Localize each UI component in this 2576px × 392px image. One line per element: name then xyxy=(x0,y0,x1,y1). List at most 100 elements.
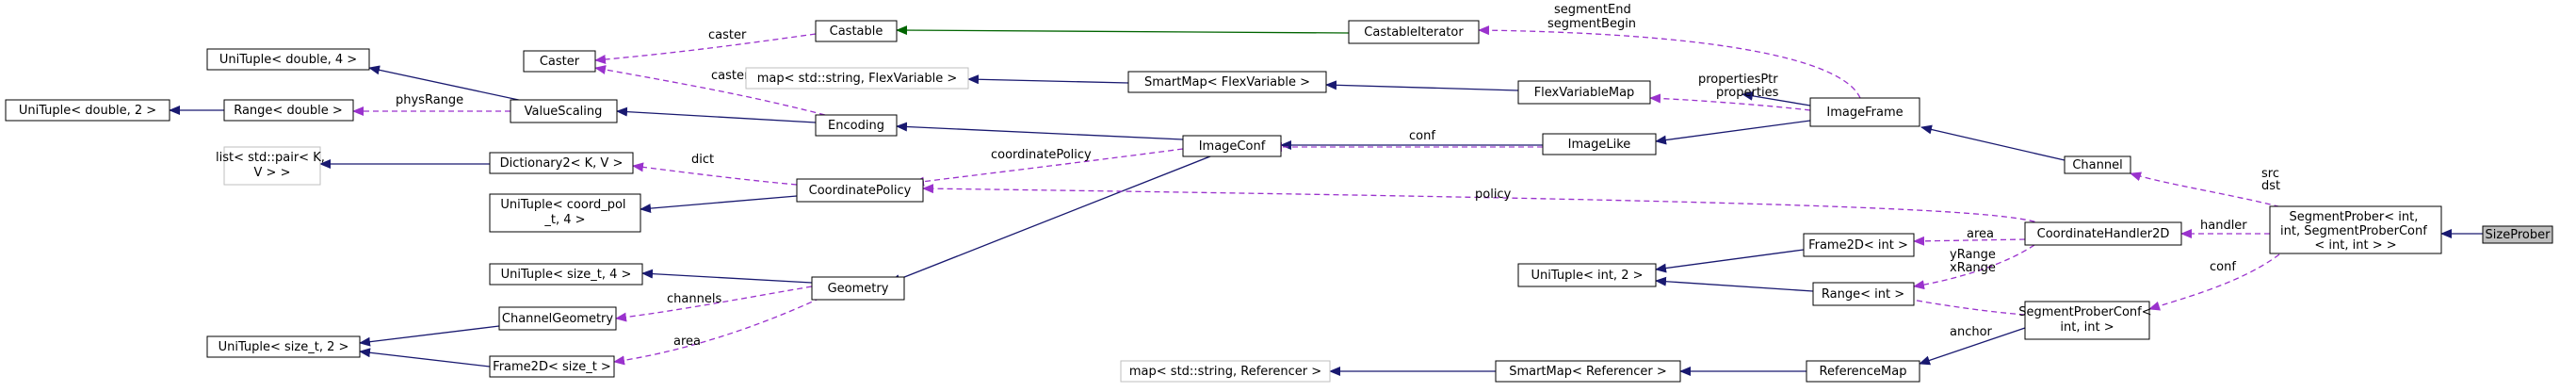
edge-rangeint-unitupleint2 xyxy=(1655,276,1814,292)
node-image-frame[interactable]: ImageFrame xyxy=(1809,97,1920,127)
svg-text:UniTuple< double, 2 >: UniTuple< double, 2 > xyxy=(19,104,156,118)
node-castable[interactable]: Castable xyxy=(815,20,898,42)
edge-coordpolicy-dictionary xyxy=(632,162,798,186)
svg-text:ValueScaling: ValueScaling xyxy=(525,105,603,119)
svg-text:UniTuple< size_t, 4 >: UniTuple< size_t, 4 > xyxy=(501,268,632,282)
edge-imageframe-flexvarmap-props xyxy=(1649,93,1811,111)
edge-castable-caster xyxy=(594,33,817,64)
edge-label-conf: conf xyxy=(1409,129,1435,143)
edge-frame2dsize-unituplesize2 xyxy=(359,348,491,368)
svg-text:ImageLike: ImageLike xyxy=(1568,138,1631,152)
node-smartmap-flexvariable[interactable]: SmartMap< FlexVariable > xyxy=(1127,71,1327,93)
svg-text:SmartMap< Referencer >: SmartMap< Referencer > xyxy=(1509,365,1667,379)
node-coordinate-handler[interactable]: CoordinateHandler2D xyxy=(2024,221,2182,246)
node-frame2d-sizet[interactable]: Frame2D< size_t > xyxy=(489,355,615,378)
edge-label-caster-2: caster xyxy=(711,69,750,83)
svg-text:SizeProber: SizeProber xyxy=(2486,228,2552,242)
edge-label-physrange: physRange xyxy=(396,93,463,107)
svg-text:SmartMap< FlexVariable >: SmartMap< FlexVariable > xyxy=(1144,75,1310,90)
edge-label-range-xy: yRange xRange xyxy=(1950,248,2000,275)
edge-label-channels: channels xyxy=(667,292,721,306)
node-size-prober[interactable]: SizeProber xyxy=(2482,225,2553,244)
node-segment-prober[interactable]: SegmentProber< int, int, SegmentProberCo… xyxy=(2269,205,2442,254)
edge-geometry-unituplesize4 xyxy=(641,269,813,284)
node-geometry[interactable]: Geometry xyxy=(811,276,905,301)
edge-handler-rangeint xyxy=(1913,244,2035,290)
svg-text:SegmentProber< int, i: SegmentProber< int, int, SegmentProberCo… xyxy=(2280,210,2431,253)
svg-text:Frame2D< int >: Frame2D< int > xyxy=(1808,238,1908,253)
svg-text:ImageFrame: ImageFrame xyxy=(1826,106,1903,120)
edge-imageconf-geometry xyxy=(889,154,1216,284)
edge-label-area-int: area xyxy=(1967,227,1994,241)
edge-segprober-channel xyxy=(2130,172,2290,210)
svg-text:Range< double >: Range< double > xyxy=(234,104,343,118)
node-castable-iterator[interactable]: CastableIterator xyxy=(1348,20,1480,44)
svg-text:Caster: Caster xyxy=(540,55,580,69)
node-value-scaling[interactable]: ValueScaling xyxy=(510,99,618,123)
edge-encoding-valuescaling xyxy=(616,106,817,123)
node-unituple-double-2[interactable]: UniTuple< double, 2 > xyxy=(5,99,170,122)
edge-imageframe-flexvariablemap xyxy=(1742,90,1811,106)
svg-text:ReferenceMap: ReferenceMap xyxy=(1820,365,1907,379)
node-map-flexvariable[interactable]: map< std::string, FlexVariable > xyxy=(745,67,969,90)
edge-segproberconf-referencemap xyxy=(1919,327,2026,366)
node-coordinate-policy[interactable]: CoordinatePolicy xyxy=(796,178,924,203)
edge-handler-coordpolicy xyxy=(922,184,2045,225)
node-frame2d-int[interactable]: Frame2D< int > xyxy=(1803,233,1915,257)
svg-text:CoordinatePolicy: CoordinatePolicy xyxy=(809,184,912,198)
edge-label-dict: dict xyxy=(691,153,714,167)
edge-valuescaling-unituple4 xyxy=(368,65,528,103)
edge-iterator-castable xyxy=(896,25,1350,36)
node-map-referencer[interactable]: map< std::string, Referencer > xyxy=(1120,360,1331,383)
node-flex-variable-map[interactable]: FlexVariableMap xyxy=(1517,80,1651,105)
edge-geometry-channelgeom xyxy=(615,286,813,322)
node-image-like[interactable]: ImageLike xyxy=(1542,133,1657,155)
edge-imageframe-iterator xyxy=(1478,25,1861,99)
node-unituple-sizet-4[interactable]: UniTuple< size_t, 4 > xyxy=(489,263,643,286)
edge-geometry-frame2dsize xyxy=(613,293,830,366)
edge-encoding-caster xyxy=(594,65,826,116)
node-encoding[interactable]: Encoding xyxy=(815,114,898,137)
edge-label-conf-prober: conf xyxy=(2210,260,2236,274)
svg-text:UniTuple< coord_pol _t: UniTuple< coord_pol _t, 4 > xyxy=(500,198,629,227)
edge-flexvariablemap-smartmap xyxy=(1325,80,1519,91)
svg-text:ChannelGeometry: ChannelGeometry xyxy=(502,312,614,326)
node-caster[interactable]: Caster xyxy=(523,50,596,73)
node-smartmap-referencer[interactable]: SmartMap< Referencer > xyxy=(1495,360,1681,383)
svg-text:UniTuple< size_t, 2 >: UniTuple< size_t, 2 > xyxy=(219,340,349,354)
svg-text:FlexVariableMap: FlexVariableMap xyxy=(1534,86,1635,100)
svg-text:UniTuple< int, 2 >: UniTuple< int, 2 > xyxy=(1531,269,1644,283)
node-range-int[interactable]: Range< int > xyxy=(1812,282,1915,306)
node-channel-geometry[interactable]: ChannelGeometry xyxy=(498,306,617,331)
svg-text:Range< int >: Range< int > xyxy=(1822,287,1904,302)
svg-text:list< std::pair< K, V: list< std::pair< K, V > > xyxy=(216,151,329,180)
node-unituple-coordpol[interactable]: UniTuple< coord_pol _t, 4 > xyxy=(489,193,641,233)
edge-coordpolicy-unituplecoord xyxy=(640,195,798,214)
node-image-conf[interactable]: ImageConf xyxy=(1182,135,1282,157)
edge-label-area-size: area xyxy=(673,335,701,349)
svg-text:Geometry: Geometry xyxy=(828,282,889,296)
edge-imageconf-coordpolicy xyxy=(913,148,1184,187)
node-unituple-sizet-2[interactable]: UniTuple< size_t, 2 > xyxy=(206,335,361,358)
edge-imageframe-imagelike xyxy=(1655,120,1811,145)
svg-text:Frame2D< size_t >: Frame2D< size_t > xyxy=(493,360,611,374)
edge-label-segment: segmentEnd segmentBegin xyxy=(1547,3,1636,31)
node-reference-map[interactable]: ReferenceMap xyxy=(1806,360,1920,383)
node-unituple-int-2[interactable]: UniTuple< int, 2 > xyxy=(1517,263,1657,287)
svg-text:SegmentProberConf< int: SegmentProberConf< int, int > xyxy=(2018,305,2156,335)
node-channel[interactable]: Channel xyxy=(2064,155,2131,174)
edge-channelgeom-unituplesize2 xyxy=(359,325,500,347)
node-dictionary2[interactable]: Dictionary2< K, V > xyxy=(489,152,634,174)
svg-text:Encoding: Encoding xyxy=(828,119,884,133)
node-range-double[interactable]: Range< double > xyxy=(223,99,354,122)
edge-imageconf-encoding xyxy=(896,122,1184,140)
svg-text:Castable: Castable xyxy=(830,24,883,39)
svg-text:CoordinateHandler2D: CoordinateHandler2D xyxy=(2037,227,2170,241)
edge-label-caster-1: caster xyxy=(708,28,747,42)
svg-text:UniTuple< double, 4 >: UniTuple< double, 4 > xyxy=(219,53,357,67)
node-list-pair[interactable]: list< std::pair< K, V > > xyxy=(216,146,329,186)
node-unituple-double-4[interactable]: UniTuple< double, 4 > xyxy=(206,48,370,71)
node-segment-prober-conf[interactable]: SegmentProberConf< int, int > xyxy=(2018,301,2156,340)
edge-channel-imageframe xyxy=(1920,124,2066,161)
